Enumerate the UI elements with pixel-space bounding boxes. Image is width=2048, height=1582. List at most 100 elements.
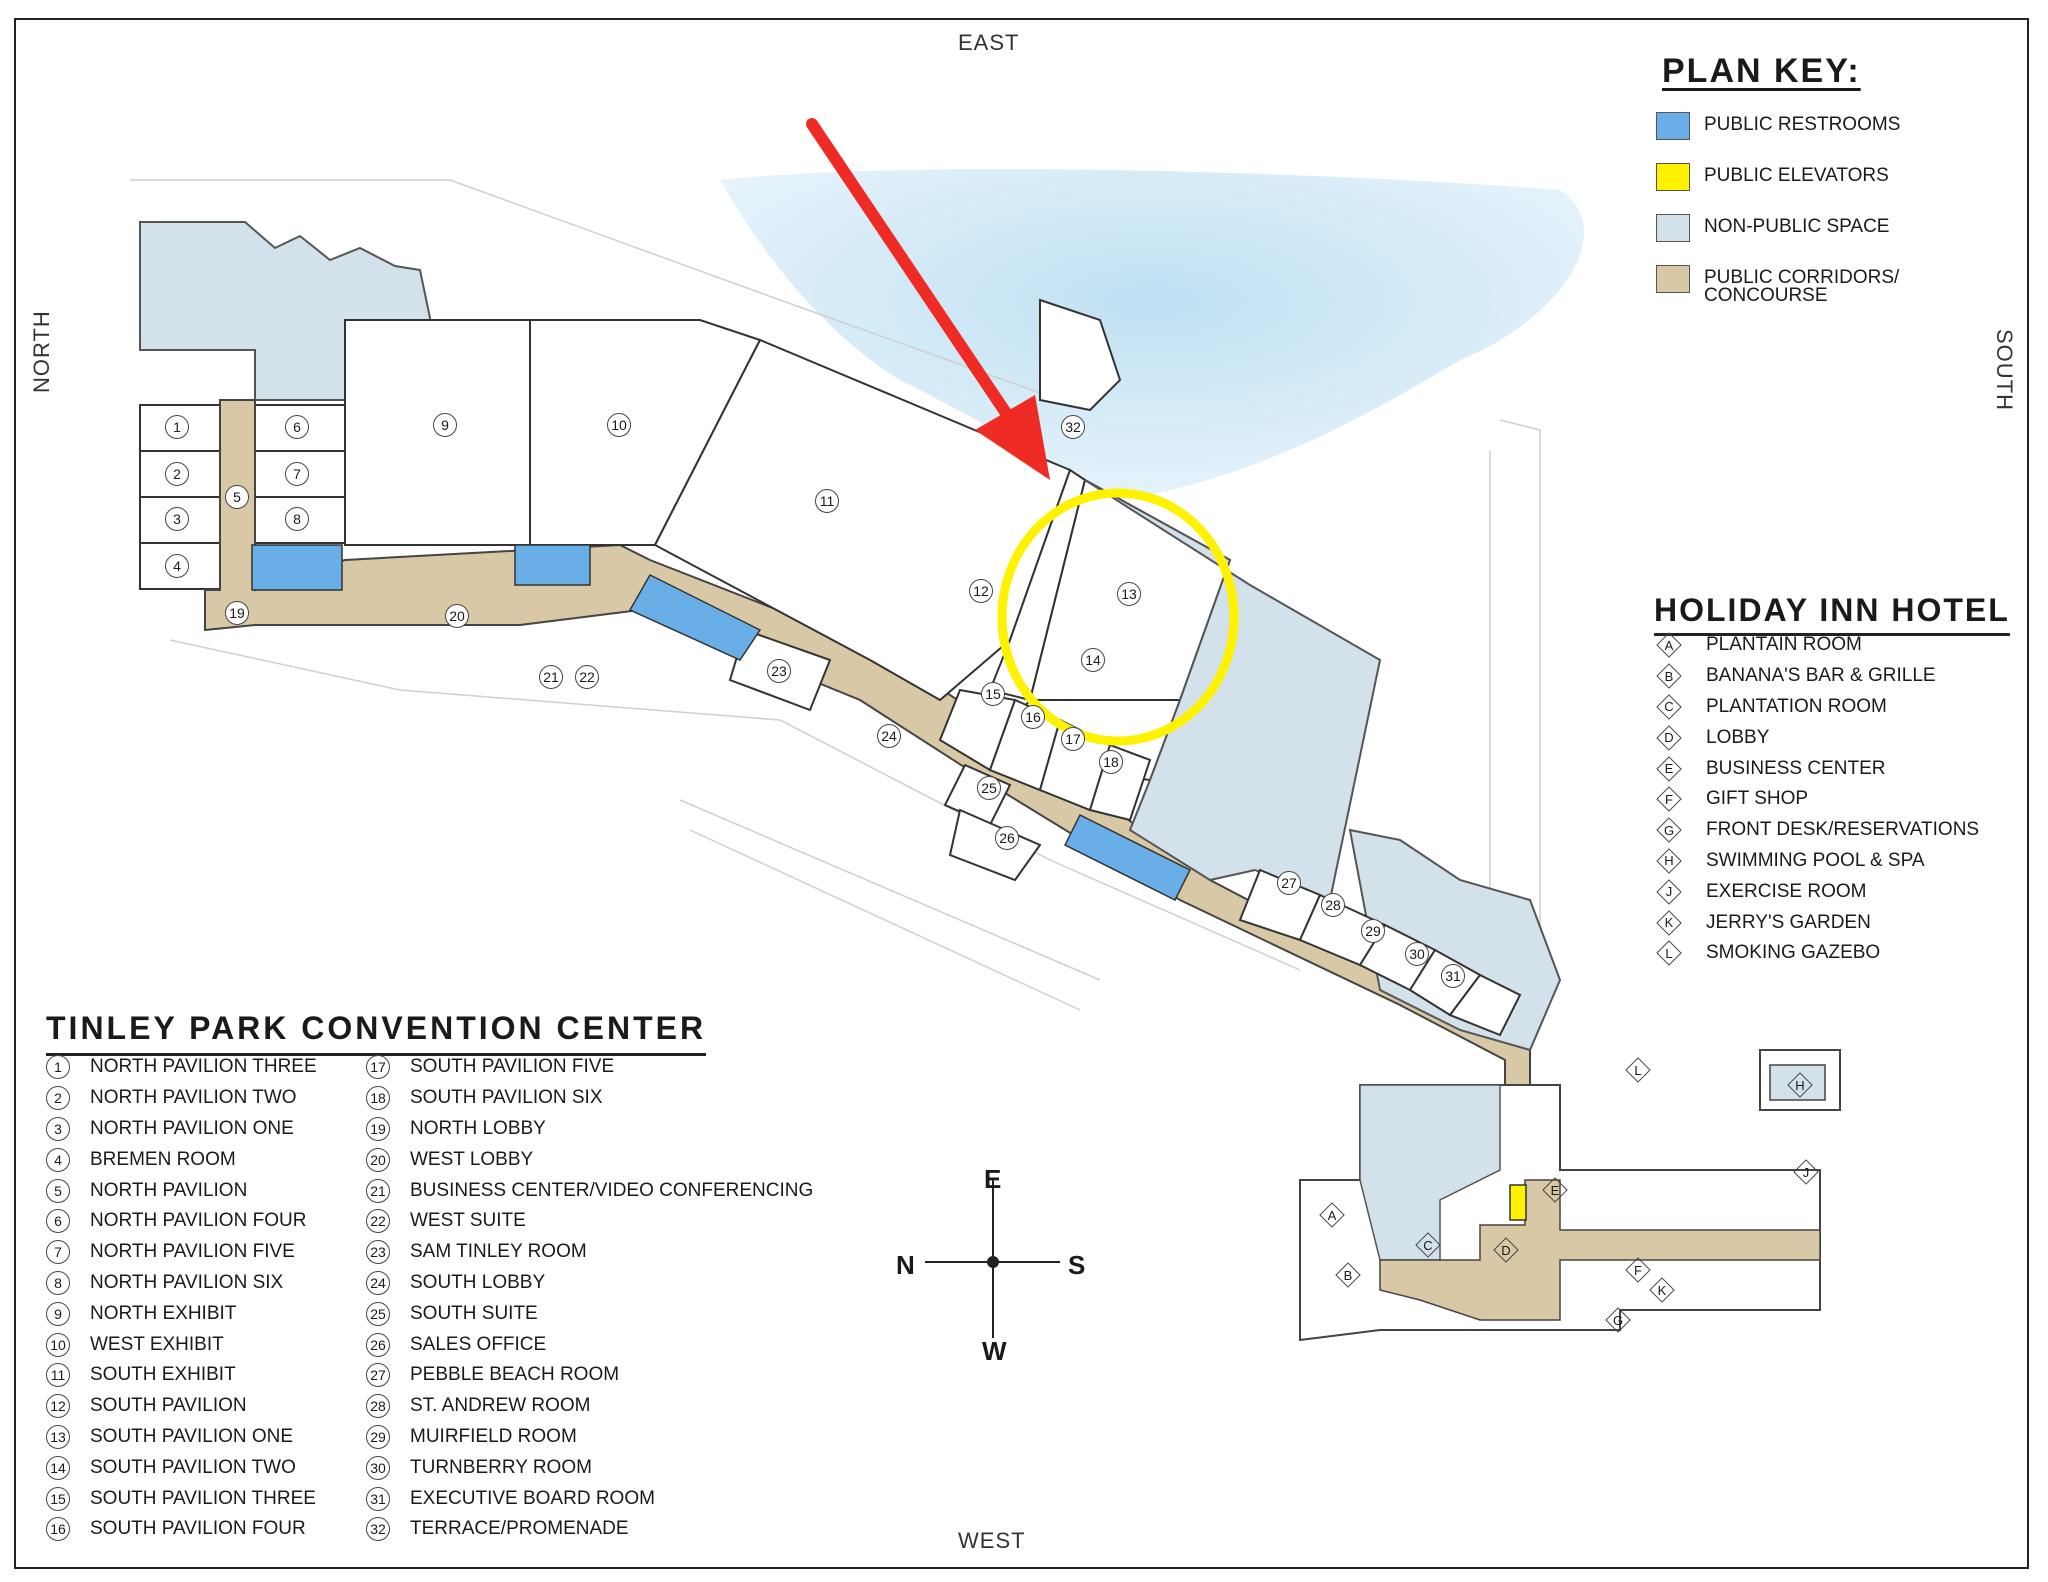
map-hotel-badge: E	[1544, 1179, 1566, 1201]
map-room-badge: 14	[1081, 648, 1105, 672]
room-name: TERRACE/PROMENADE	[410, 1518, 629, 1540]
convention-legend-col-1: 1 NORTH PAVILION THREE 2 NORTH PAVILION TWO…	[46, 1052, 317, 1545]
map-room-badge: 13	[1117, 582, 1141, 606]
room-number-badge: 5	[46, 1178, 70, 1203]
room-number-badge: 2	[46, 1086, 70, 1111]
plan-key-swatch	[1656, 214, 1690, 242]
convention-legend-item: 6 NORTH PAVILION FOUR	[46, 1206, 317, 1237]
room-name: NORTH PAVILION THREE	[90, 1056, 317, 1078]
room-name: PEBBLE BEACH ROOM	[410, 1364, 620, 1386]
room-number-badge: 17	[366, 1055, 390, 1080]
room-number-badge: 22	[366, 1209, 390, 1234]
room-number-badge: 16	[46, 1517, 70, 1542]
map-room-badge: 16	[1021, 705, 1045, 729]
room-name: WEST SUITE	[410, 1210, 526, 1232]
site-lines	[130, 179, 1541, 1011]
hotel-title: HOLIDAY INN HOTEL	[1654, 592, 2010, 636]
room-name: NORTH PAVILION TWO	[90, 1087, 297, 1109]
room-number-badge: 1	[46, 1055, 70, 1080]
map-room-badge: 6	[285, 415, 309, 439]
hotel-key-badge: G	[1658, 819, 1680, 841]
room-name: NORTH PAVILION ONE	[90, 1117, 294, 1139]
map-room-badge: 30	[1405, 942, 1429, 966]
convention-legend-item: 10 WEST EXHIBIT	[46, 1329, 317, 1360]
map-room-badge: 4	[165, 554, 189, 578]
room-name: TURNBERRY ROOM	[410, 1456, 592, 1478]
hotel-block	[1299, 1049, 1841, 1342]
plan-key-swatch	[1656, 112, 1690, 140]
room-number-badge: 6	[46, 1209, 70, 1234]
room-number-badge: 24	[366, 1270, 390, 1295]
map-room-badge: 25	[977, 776, 1001, 800]
red-arrow	[806, 118, 1050, 480]
meeting-rooms	[728, 298, 1522, 1037]
convention-legend-item: 7 NORTH PAVILION FIVE	[46, 1237, 317, 1268]
map-room-badge: 11	[815, 489, 839, 513]
plan-key-item: PUBLIC CORRIDORS/ CONCOURSE	[1656, 265, 1899, 305]
room-name: ST. ANDREW ROOM	[410, 1395, 591, 1417]
room-name: EXECUTIVE BOARD ROOM	[410, 1487, 655, 1509]
map-room-badge: 32	[1061, 415, 1085, 439]
map-room-badge: 9	[433, 413, 457, 437]
map-hotel-badge: K	[1651, 1279, 1673, 1301]
room-name: SOUTH PAVILION FOUR	[90, 1518, 306, 1540]
room-number-badge: 8	[46, 1270, 70, 1295]
room-name: NORTH LOBBY	[410, 1117, 546, 1139]
compass-west: W	[982, 1336, 1007, 1366]
hotel-key-badge: J	[1658, 881, 1680, 903]
hotel-key-badge: A	[1658, 634, 1680, 656]
hotel-key-badge: C	[1658, 696, 1680, 718]
page-border	[14, 18, 2029, 1569]
room-number-badge: 29	[366, 1424, 390, 1449]
room-number-badge: 3	[46, 1116, 70, 1141]
room-name: WEST EXHIBIT	[90, 1333, 224, 1355]
map-hotel-badge: A	[1321, 1204, 1343, 1226]
room-number-badge: 18	[366, 1086, 390, 1111]
room-name: SOUTH LOBBY	[410, 1271, 546, 1293]
map-room-badge: 21	[539, 665, 563, 689]
map-hotel-badge: B	[1337, 1264, 1359, 1286]
map-hotel-badge: L	[1627, 1059, 1649, 1081]
map-room-badge: 22	[575, 665, 599, 689]
plan-key-swatch	[1656, 163, 1690, 191]
room-number-badge: 15	[46, 1486, 70, 1511]
plan-key-label: NON-PUBLIC SPACE	[1704, 216, 1890, 237]
map-room-badge: 10	[607, 413, 631, 437]
room-name: NORTH EXHIBIT	[90, 1302, 237, 1324]
map-hotel-badge: J	[1795, 1161, 1817, 1183]
room-number-badge: 7	[46, 1240, 70, 1265]
room-number-badge: 10	[46, 1332, 70, 1357]
room-name: SOUTH PAVILION THREE	[90, 1487, 316, 1509]
map-room-badge: 8	[285, 507, 309, 531]
map-room-badge: 31	[1441, 964, 1465, 988]
room-name: NORTH PAVILION FIVE	[90, 1241, 295, 1263]
plan-key-title: PLAN KEY:	[1662, 52, 1861, 90]
room-name: NORTH PAVILION FOUR	[90, 1210, 307, 1232]
map-room-badge: 26	[995, 826, 1019, 850]
hotel-key-badge: H	[1658, 850, 1680, 872]
convention-legend-item: 3 NORTH PAVILION ONE	[46, 1114, 317, 1145]
